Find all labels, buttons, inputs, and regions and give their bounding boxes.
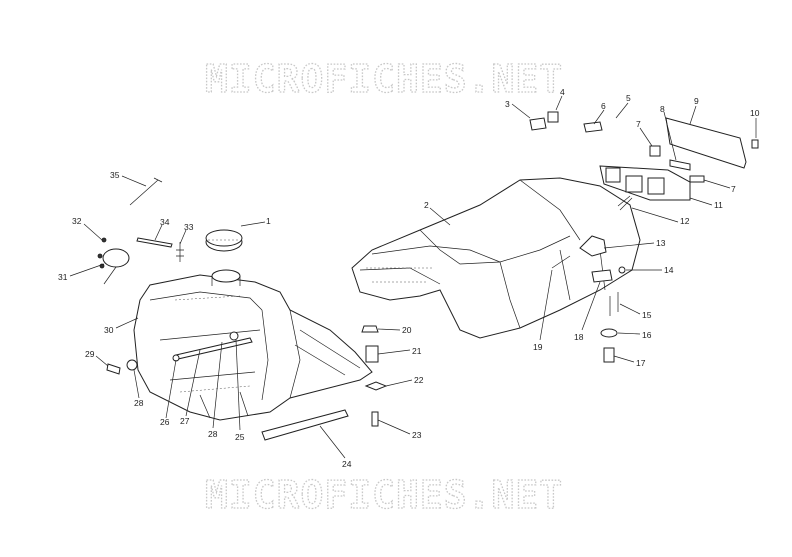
callout-19: 19	[533, 342, 543, 352]
spacer-17	[603, 347, 615, 363]
callout-28a: 28	[208, 429, 218, 439]
callout-29: 29	[85, 349, 95, 359]
watermark-top: MICROFICHES.NET	[205, 57, 563, 101]
callout-26: 26	[160, 417, 170, 427]
fitting-33	[176, 242, 184, 262]
callout-15: 15	[642, 310, 652, 320]
callout-8: 8	[660, 104, 665, 114]
callout-30: 30	[104, 325, 114, 335]
callout-10: 10	[750, 108, 760, 118]
leader-lines	[69, 95, 757, 459]
seat	[351, 177, 641, 339]
callout-18: 18	[574, 332, 584, 342]
bulb-8	[669, 159, 691, 171]
callout-9: 9	[694, 96, 699, 106]
watermark-bottom: MICROFICHES.NET	[205, 473, 563, 517]
callout-1: 1	[266, 216, 271, 226]
callout-25: 25	[235, 432, 245, 442]
callout-2: 2	[424, 200, 429, 210]
handle-13	[579, 235, 607, 257]
rod-34	[136, 237, 173, 248]
clip-4	[547, 111, 559, 123]
clip-3	[529, 117, 547, 131]
callout-27: 27	[180, 416, 190, 426]
callout-17: 17	[636, 358, 646, 368]
callout-32: 32	[72, 216, 82, 226]
callout-labels: 1 2 3 4 5 6 7 8 9 10 7 11 12 13 14 15 16…	[58, 87, 760, 469]
callout-7b: 7	[731, 184, 736, 194]
callout-6: 6	[601, 101, 606, 111]
wire-35	[129, 177, 163, 206]
callout-28b: 28	[134, 398, 144, 408]
washer-16	[600, 328, 618, 338]
fitting-28	[126, 359, 138, 371]
screw-10	[751, 139, 759, 149]
bolt-23	[371, 411, 379, 427]
callout-21: 21	[412, 346, 422, 356]
fuel-tank	[133, 274, 373, 421]
callout-31: 31	[58, 272, 68, 282]
filler-neck	[211, 269, 241, 286]
callout-22: 22	[414, 375, 424, 385]
tail-light	[599, 165, 691, 201]
fuel-sender	[97, 237, 130, 285]
washer-14	[618, 266, 626, 274]
callout-16: 16	[642, 330, 652, 340]
callout-4: 4	[560, 87, 565, 97]
clip-6	[583, 121, 603, 133]
callout-33: 33	[184, 222, 194, 232]
washer-22	[364, 381, 388, 391]
nut-20	[361, 325, 379, 333]
grommet-25	[229, 331, 239, 341]
plate-18	[591, 269, 613, 283]
callout-14: 14	[664, 265, 674, 275]
callout-3: 3	[505, 99, 510, 109]
bracket-21	[365, 345, 379, 363]
callout-24: 24	[342, 459, 352, 469]
callout-34: 34	[160, 217, 170, 227]
lens-plate	[665, 117, 747, 169]
bulb-7b	[689, 175, 705, 183]
callout-20: 20	[402, 325, 412, 335]
bolt-15	[609, 292, 619, 316]
fuel-cap	[205, 229, 243, 252]
callout-13: 13	[656, 238, 666, 248]
fitting-29	[106, 363, 121, 375]
callout-11: 11	[714, 200, 723, 210]
fastener-19	[551, 255, 571, 269]
callout-5: 5	[626, 93, 631, 103]
wire-12	[617, 195, 633, 211]
strap-24	[261, 409, 349, 441]
callout-12: 12	[680, 216, 690, 226]
callout-23: 23	[412, 430, 422, 440]
callout-7a: 7	[636, 119, 641, 129]
callout-35: 35	[110, 170, 120, 180]
bulb-7a	[649, 145, 661, 157]
